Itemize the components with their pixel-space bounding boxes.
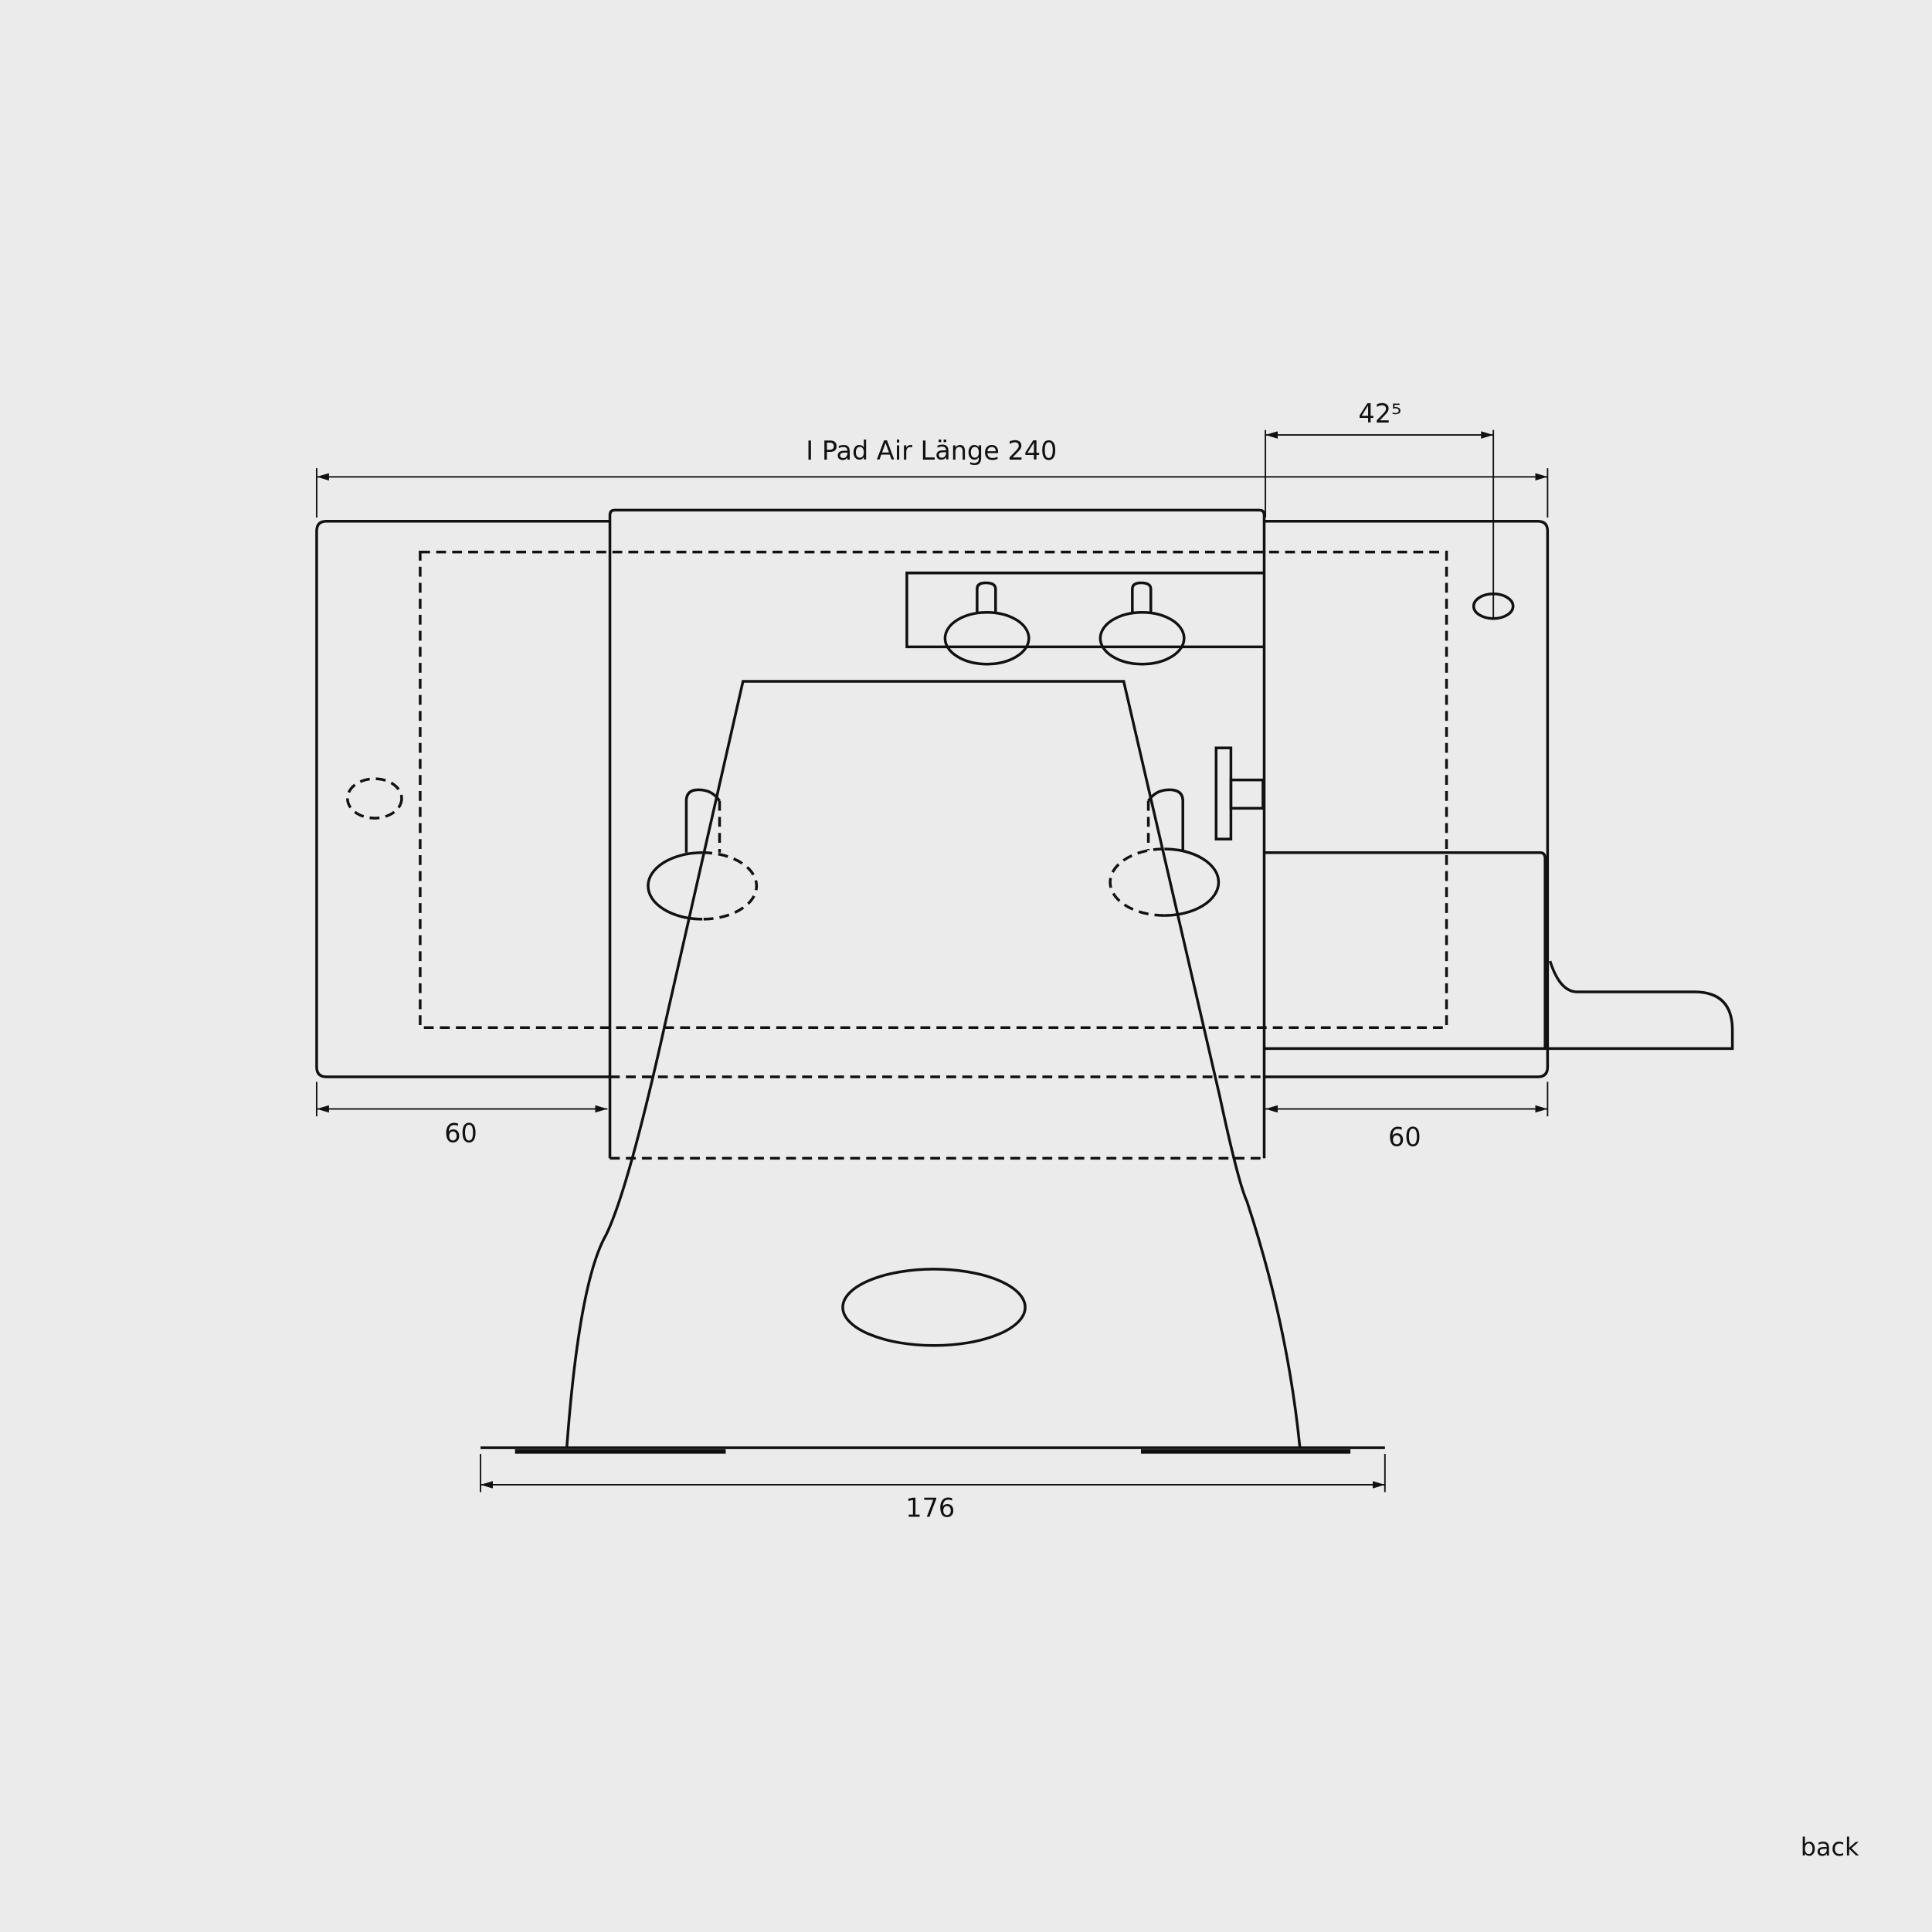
dimension-left-margin: 60 — [315, 1081, 608, 1149]
hidden-hole-left — [346, 777, 403, 820]
length-label: I Pad Air Länge 240 — [806, 436, 1057, 466]
mounting-plate — [608, 508, 1266, 1159]
stand-cutout — [841, 1268, 1027, 1347]
keyhole-slot-left — [684, 788, 721, 853]
dimension-length: I Pad Air Länge 240 — [315, 436, 1549, 518]
screen-area-dashed — [419, 550, 1448, 1030]
keyhole-left-hidden — [702, 851, 759, 921]
top-bracket — [905, 571, 1265, 649]
keyhole-slot-right — [1147, 788, 1184, 851]
hole-offset-label: 42⁵ — [1358, 399, 1401, 429]
keyhole-left — [647, 851, 703, 921]
keyhole-slot-top-left — [976, 581, 997, 613]
side-latch — [1214, 746, 1233, 840]
keyhole-right — [1164, 847, 1221, 917]
side-latch-stub — [1229, 778, 1265, 810]
keyhole-slot-top-right — [1131, 581, 1153, 613]
tablet-frame — [315, 519, 1550, 1078]
back-link[interactable]: back — [1801, 1832, 1859, 1862]
left-margin-label: 60 — [444, 1119, 477, 1149]
dimension-base-width: 176 — [480, 1454, 1386, 1523]
keyhole-right-hidden — [1109, 847, 1165, 917]
side-housing — [1264, 851, 1734, 1051]
base-width-label: 176 — [905, 1492, 955, 1523]
dimension-right-margin: 60 — [1265, 1081, 1549, 1152]
keyhole-top-right — [1098, 610, 1186, 666]
stand-body — [565, 680, 1302, 1448]
right-margin-label: 60 — [1388, 1122, 1421, 1152]
keyhole-top-left — [943, 610, 1031, 666]
dimension-hole-offset: 42⁵ — [1265, 399, 1495, 619]
